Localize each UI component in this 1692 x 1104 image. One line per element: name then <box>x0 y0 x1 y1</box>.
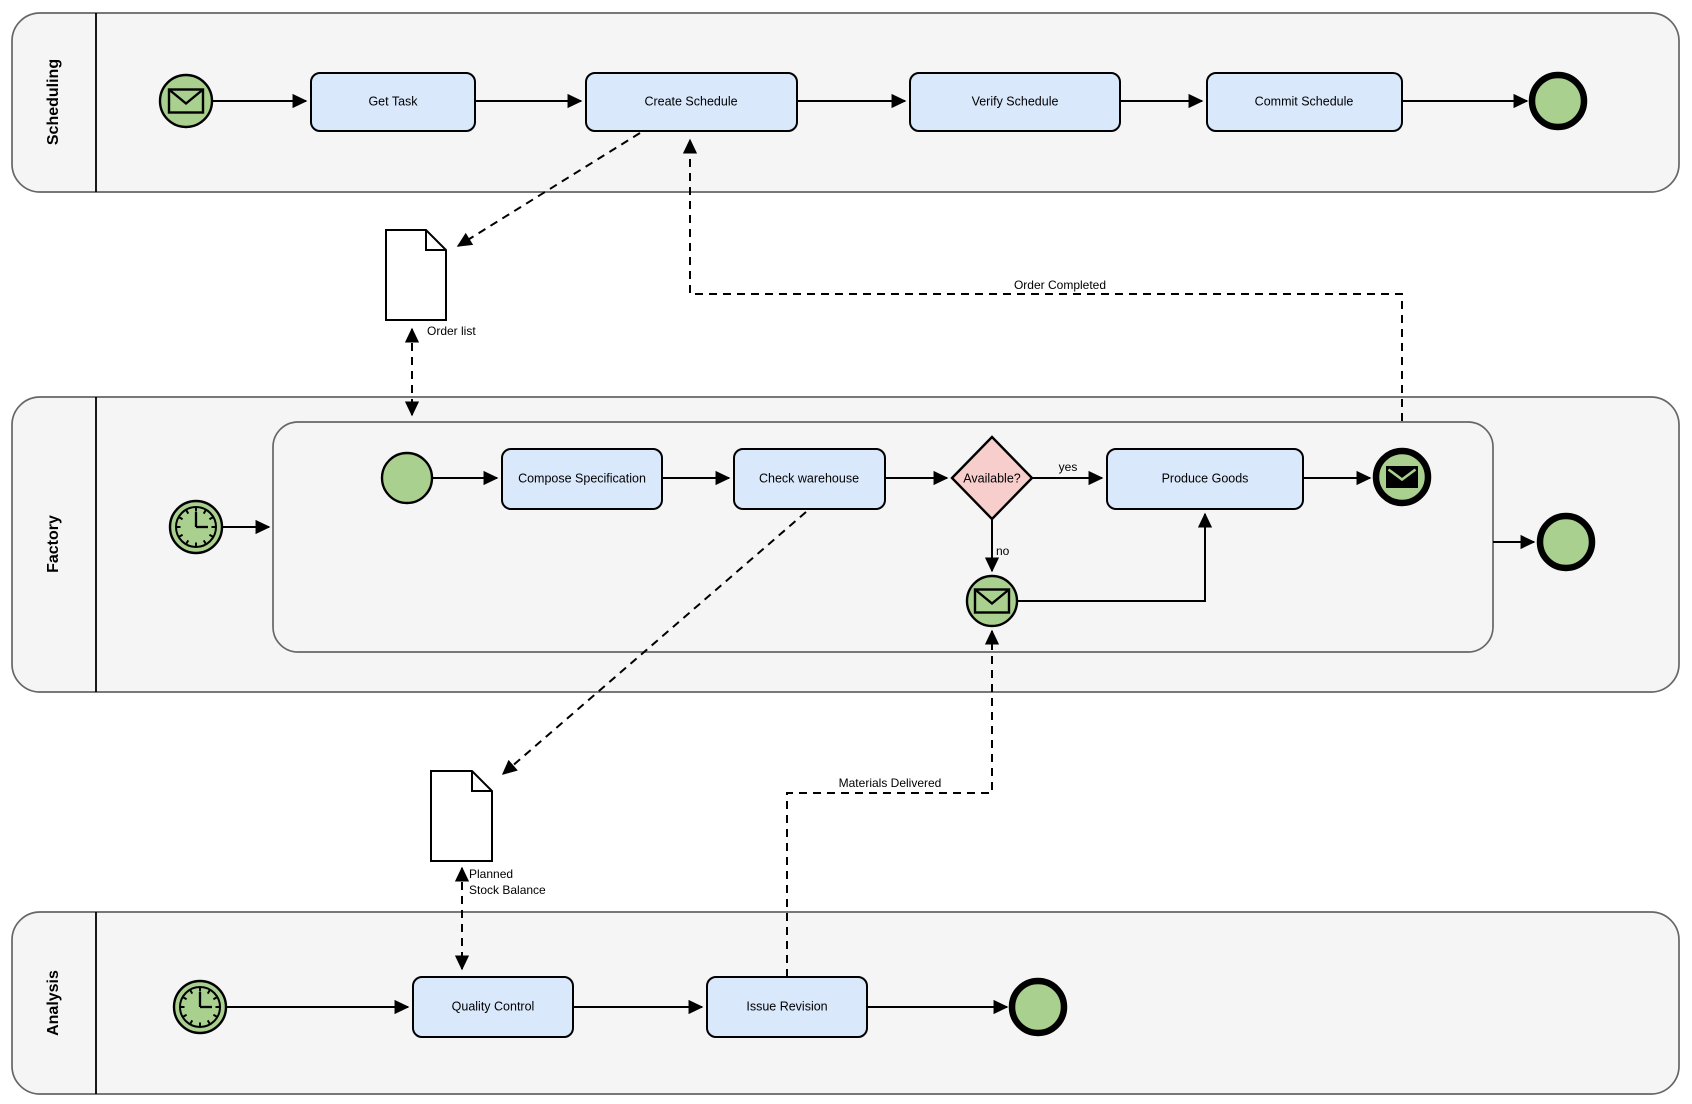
end-event-analysis[interactable] <box>1008 977 1068 1037</box>
task-issue-revision[interactable]: Issue Revision <box>706 976 868 1038</box>
message-catch-event-factory[interactable] <box>965 574 1019 628</box>
data-object-label-line2: Stock Balance <box>469 883 546 897</box>
data-object-planned-stock-balance[interactable]: Planned Stock Balance <box>430 770 546 897</box>
task-verify-schedule[interactable]: Verify Schedule <box>909 72 1121 132</box>
association-create-schedule-order-list <box>456 132 641 247</box>
task-commit-schedule[interactable]: Commit Schedule <box>1206 72 1403 132</box>
end-event-scheduling[interactable] <box>1528 71 1588 131</box>
lane-scheduling: Scheduling <box>11 12 1680 193</box>
timer-start-event-factory[interactable] <box>168 499 224 555</box>
task-label: Get Task <box>368 94 418 108</box>
lane-factory-label: Factory <box>45 515 62 573</box>
data-object-label-line1: Planned <box>469 867 513 881</box>
data-object-order-list[interactable]: Order list <box>385 229 476 338</box>
task-quality-control[interactable]: Quality Control <box>412 976 574 1038</box>
message-start-event-scheduling[interactable] <box>158 73 214 129</box>
sequence-flow-loop <box>1017 512 1213 602</box>
task-get-task[interactable]: Get Task <box>310 72 476 132</box>
start-event-subprocess[interactable] <box>380 451 434 505</box>
lane-scheduling-label: Scheduling <box>45 59 62 145</box>
task-label: Quality Control <box>452 999 535 1013</box>
message-flow-order-completed: Order Completed <box>682 138 1403 449</box>
gateway-available[interactable]: Available? <box>950 435 1034 521</box>
task-label: Produce Goods <box>1162 471 1249 485</box>
message-end-event-factory[interactable] <box>1372 447 1432 507</box>
message-flow-materials-delivered: Materials Delivered <box>786 629 1000 977</box>
task-compose-specification[interactable]: Compose Specification <box>501 448 663 510</box>
task-label: Commit Schedule <box>1255 94 1354 108</box>
association-check-warehouse-planned-stock <box>501 511 807 775</box>
task-label: Verify Schedule <box>972 94 1059 108</box>
task-create-schedule[interactable]: Create Schedule <box>585 72 798 132</box>
message-flow-label: Materials Delivered <box>839 776 942 790</box>
task-label: Create Schedule <box>644 94 737 108</box>
message-flow-label: Order Completed <box>1014 278 1106 292</box>
task-produce-goods[interactable]: Produce Goods <box>1106 448 1304 510</box>
end-event-factory[interactable] <box>1536 512 1596 572</box>
gateway-no-label: no <box>996 544 1010 558</box>
task-label: Issue Revision <box>746 999 827 1013</box>
lane-analysis-label: Analysis <box>45 970 62 1036</box>
envelope-icon <box>1384 464 1420 490</box>
task-label: Check warehouse <box>759 471 859 485</box>
data-object-label: Order list <box>427 324 476 338</box>
task-label: Compose Specification <box>518 471 646 485</box>
gateway-yes-label: yes <box>1059 460 1078 474</box>
gateway-label: Available? <box>963 471 1021 485</box>
task-check-warehouse[interactable]: Check warehouse <box>733 448 886 510</box>
timer-start-event-analysis[interactable] <box>172 979 228 1035</box>
